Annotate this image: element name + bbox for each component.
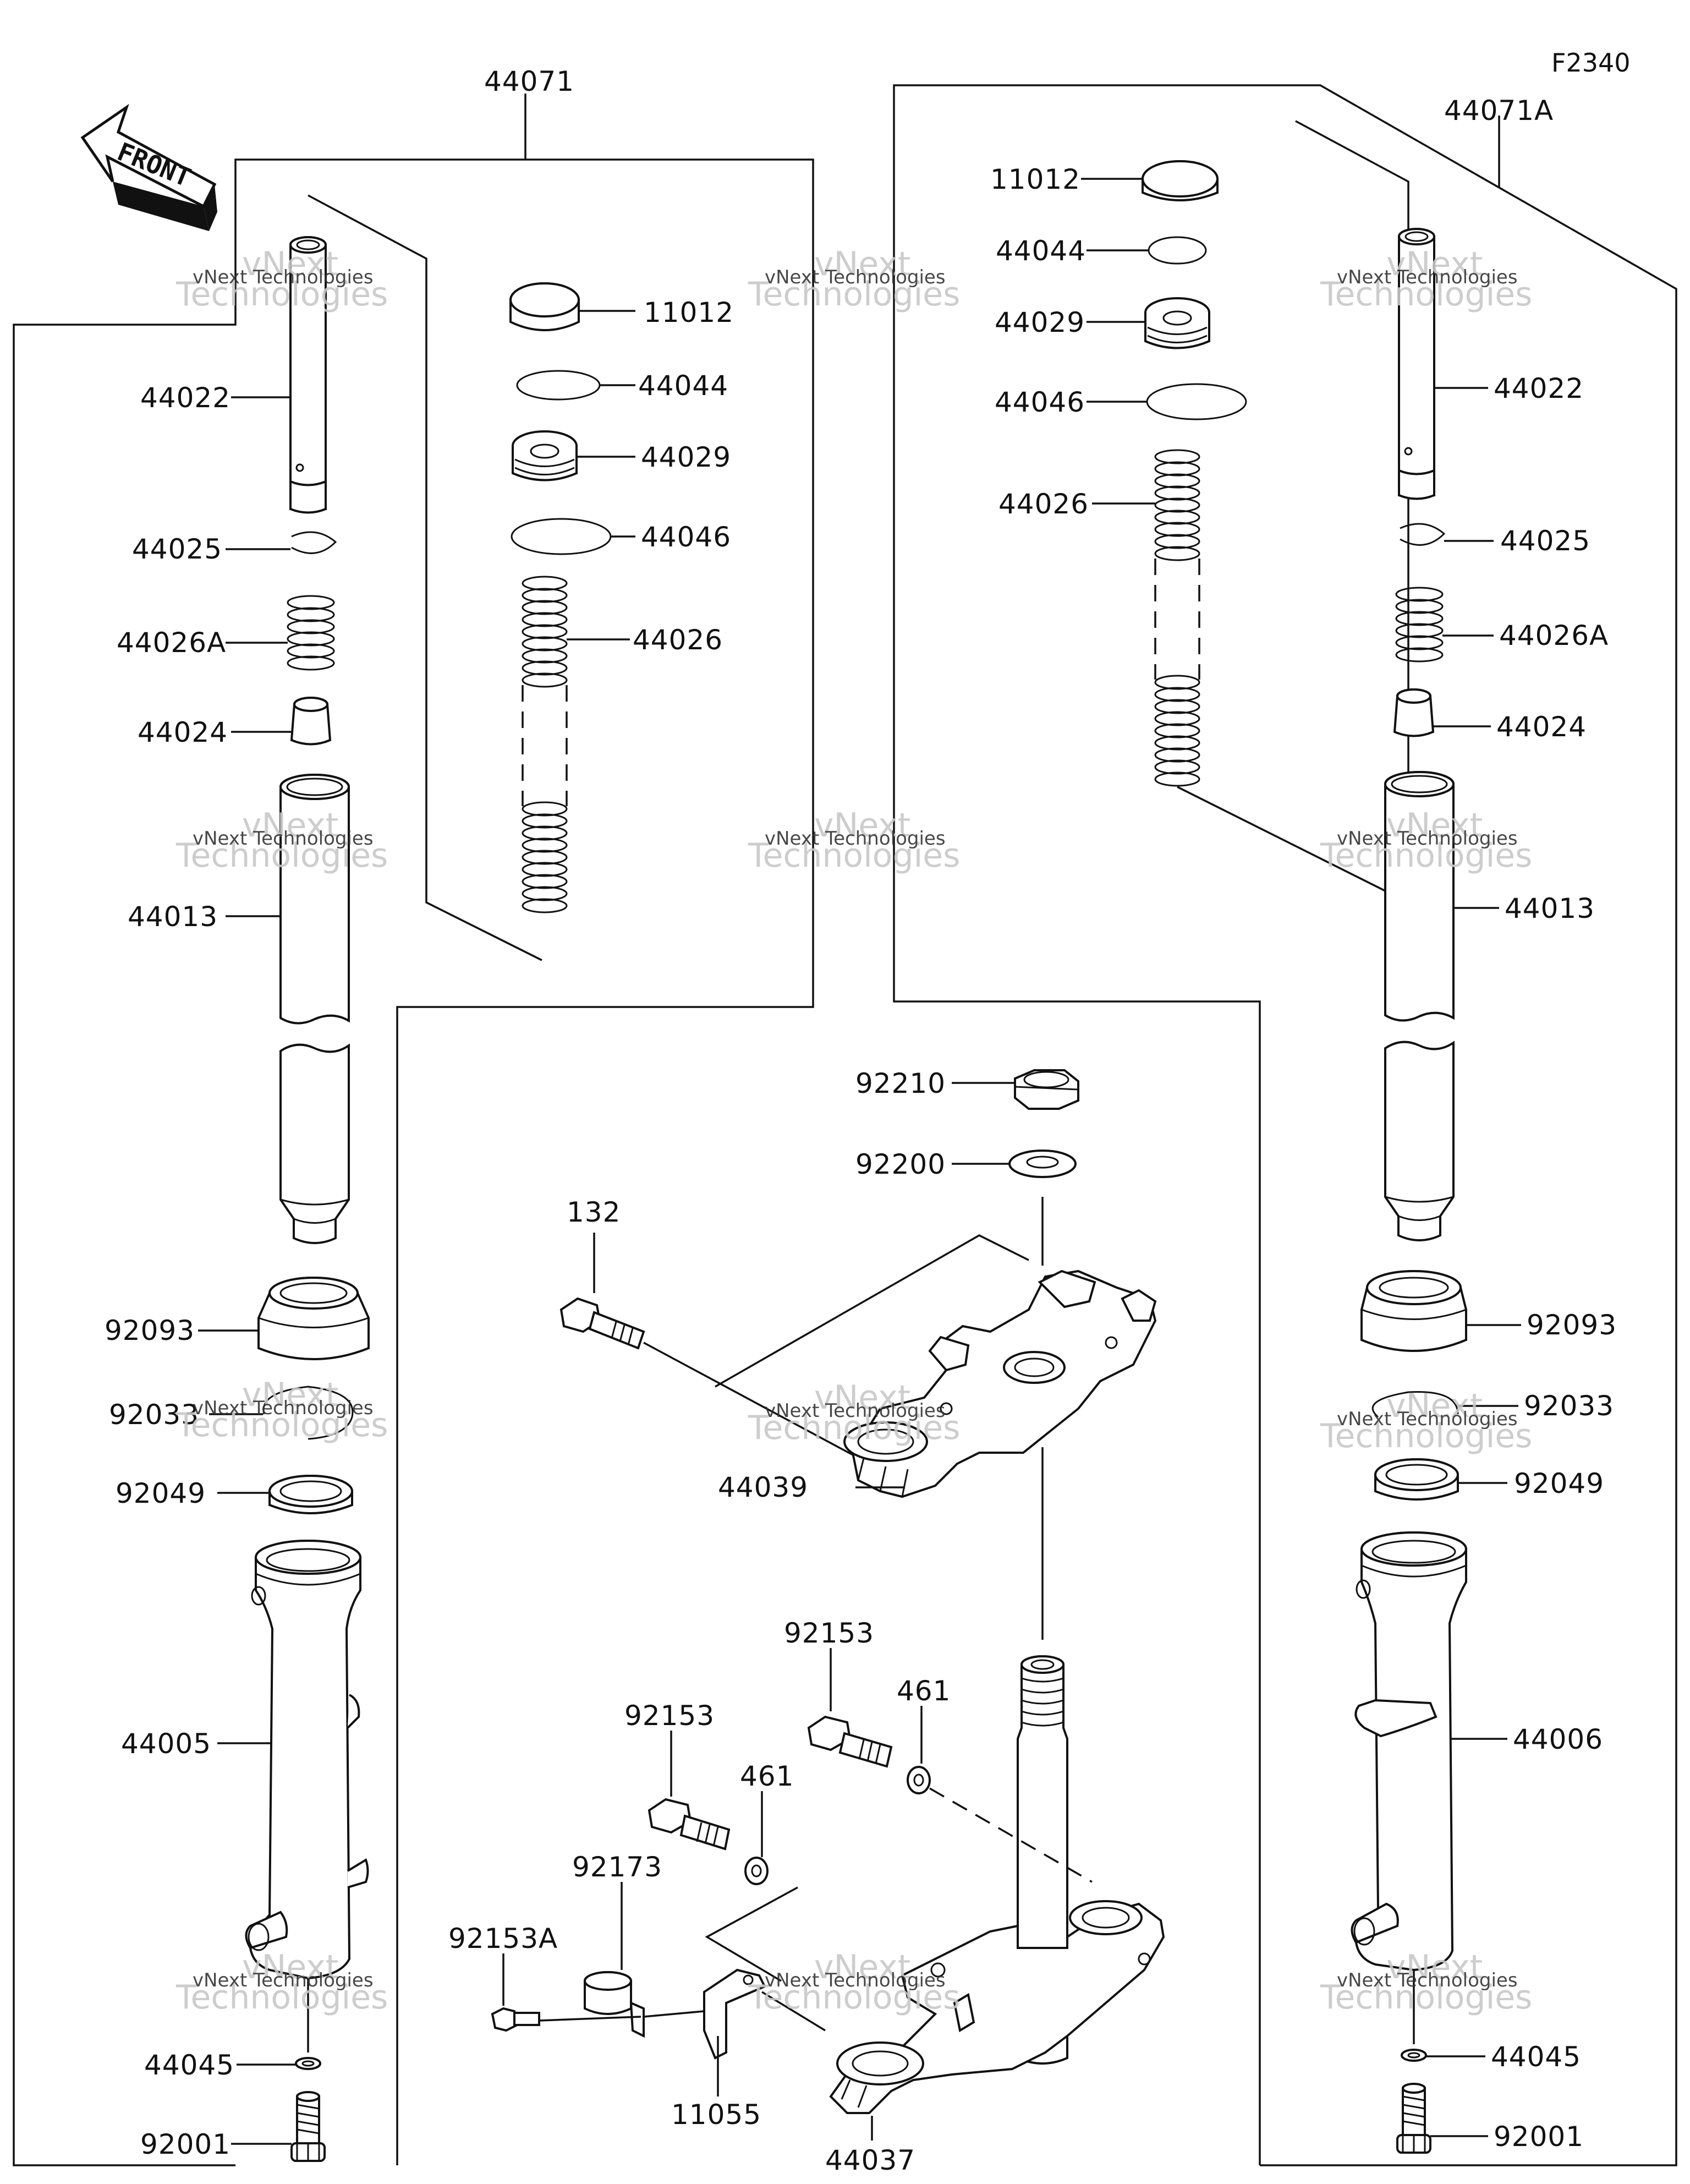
label-92049-r: 92049 bbox=[1514, 1468, 1604, 1499]
label-44024: 44024 bbox=[138, 716, 228, 748]
label-11012-r: 11012 bbox=[990, 163, 1080, 195]
right-upper-kit: 11012 44044 44029 44046 44026 bbox=[990, 160, 1247, 787]
label-92200: 92200 bbox=[855, 1148, 946, 1180]
label-44025: 44025 bbox=[132, 533, 222, 565]
label-44013-r: 44013 bbox=[1505, 893, 1595, 924]
right-fork-leg: 44022 44025 44026A 44024 44013 92093 920… bbox=[1351, 95, 1617, 2154]
label-44022: 44022 bbox=[140, 382, 231, 414]
front-label: FRONT bbox=[113, 136, 195, 193]
label-44026-r: 44026 bbox=[998, 488, 1089, 520]
label-44037: 44037 bbox=[825, 2144, 915, 2176]
label-92153-a: 92153 bbox=[784, 1617, 874, 1649]
label-44045-r: 44045 bbox=[1491, 2041, 1581, 2073]
label-461-b: 461 bbox=[740, 1760, 794, 1792]
label-44046: 44046 bbox=[641, 521, 731, 553]
label-92033-r: 92033 bbox=[1524, 1390, 1614, 1422]
label-44071: 44071 bbox=[484, 65, 574, 97]
label-44039: 44039 bbox=[718, 1471, 808, 1503]
label-44026: 44026 bbox=[633, 624, 723, 656]
label-44026A: 44026A bbox=[117, 627, 226, 659]
front-arrow-icon: FRONT bbox=[80, 103, 217, 231]
label-44044: 44044 bbox=[638, 370, 728, 402]
label-92153A: 92153A bbox=[448, 1923, 558, 1955]
left-upper-kit: 11012 44044 44029 44046 44026 bbox=[509, 282, 734, 913]
label-132: 132 bbox=[567, 1196, 621, 1228]
label-44026A-r: 44026A bbox=[1499, 620, 1609, 652]
label-92001: 92001 bbox=[140, 2128, 231, 2160]
label-92153-b: 92153 bbox=[624, 1700, 715, 1732]
label-44029: 44029 bbox=[641, 441, 731, 473]
assembly-outlines bbox=[13, 84, 1677, 2166]
label-44022-r: 44022 bbox=[1494, 373, 1584, 404]
label-92049: 92049 bbox=[116, 1477, 206, 1509]
label-44005: 44005 bbox=[121, 1728, 211, 1760]
label-44071A: 44071A bbox=[1444, 95, 1554, 127]
label-92173: 92173 bbox=[572, 1851, 662, 1883]
steering-assembly: 92210 92200 132 44039 bbox=[448, 1068, 1165, 2176]
label-92093: 92093 bbox=[105, 1315, 195, 1346]
label-461-a: 461 bbox=[897, 1675, 951, 1707]
label-44013: 44013 bbox=[128, 901, 218, 933]
label-11012: 11012 bbox=[644, 297, 734, 329]
label-44025-r: 44025 bbox=[1500, 525, 1590, 557]
label-92210: 92210 bbox=[855, 1068, 946, 1099]
label-44046-r: 44046 bbox=[995, 386, 1085, 418]
label-92001-r: 92001 bbox=[1494, 2121, 1584, 2153]
label-11055: 11055 bbox=[671, 2099, 761, 2131]
label-44045: 44045 bbox=[144, 2049, 234, 2081]
label-44024-r: 44024 bbox=[1496, 711, 1587, 743]
figure-code: F2340 bbox=[1551, 48, 1631, 78]
left-fork-leg: 44022 44025 44026A 44024 44013 92093 920… bbox=[105, 65, 574, 2162]
label-92093-r: 92093 bbox=[1527, 1309, 1617, 1341]
label-44006: 44006 bbox=[1513, 1723, 1603, 1755]
label-44029-r: 44029 bbox=[995, 306, 1085, 338]
label-44044-r: 44044 bbox=[996, 235, 1086, 267]
